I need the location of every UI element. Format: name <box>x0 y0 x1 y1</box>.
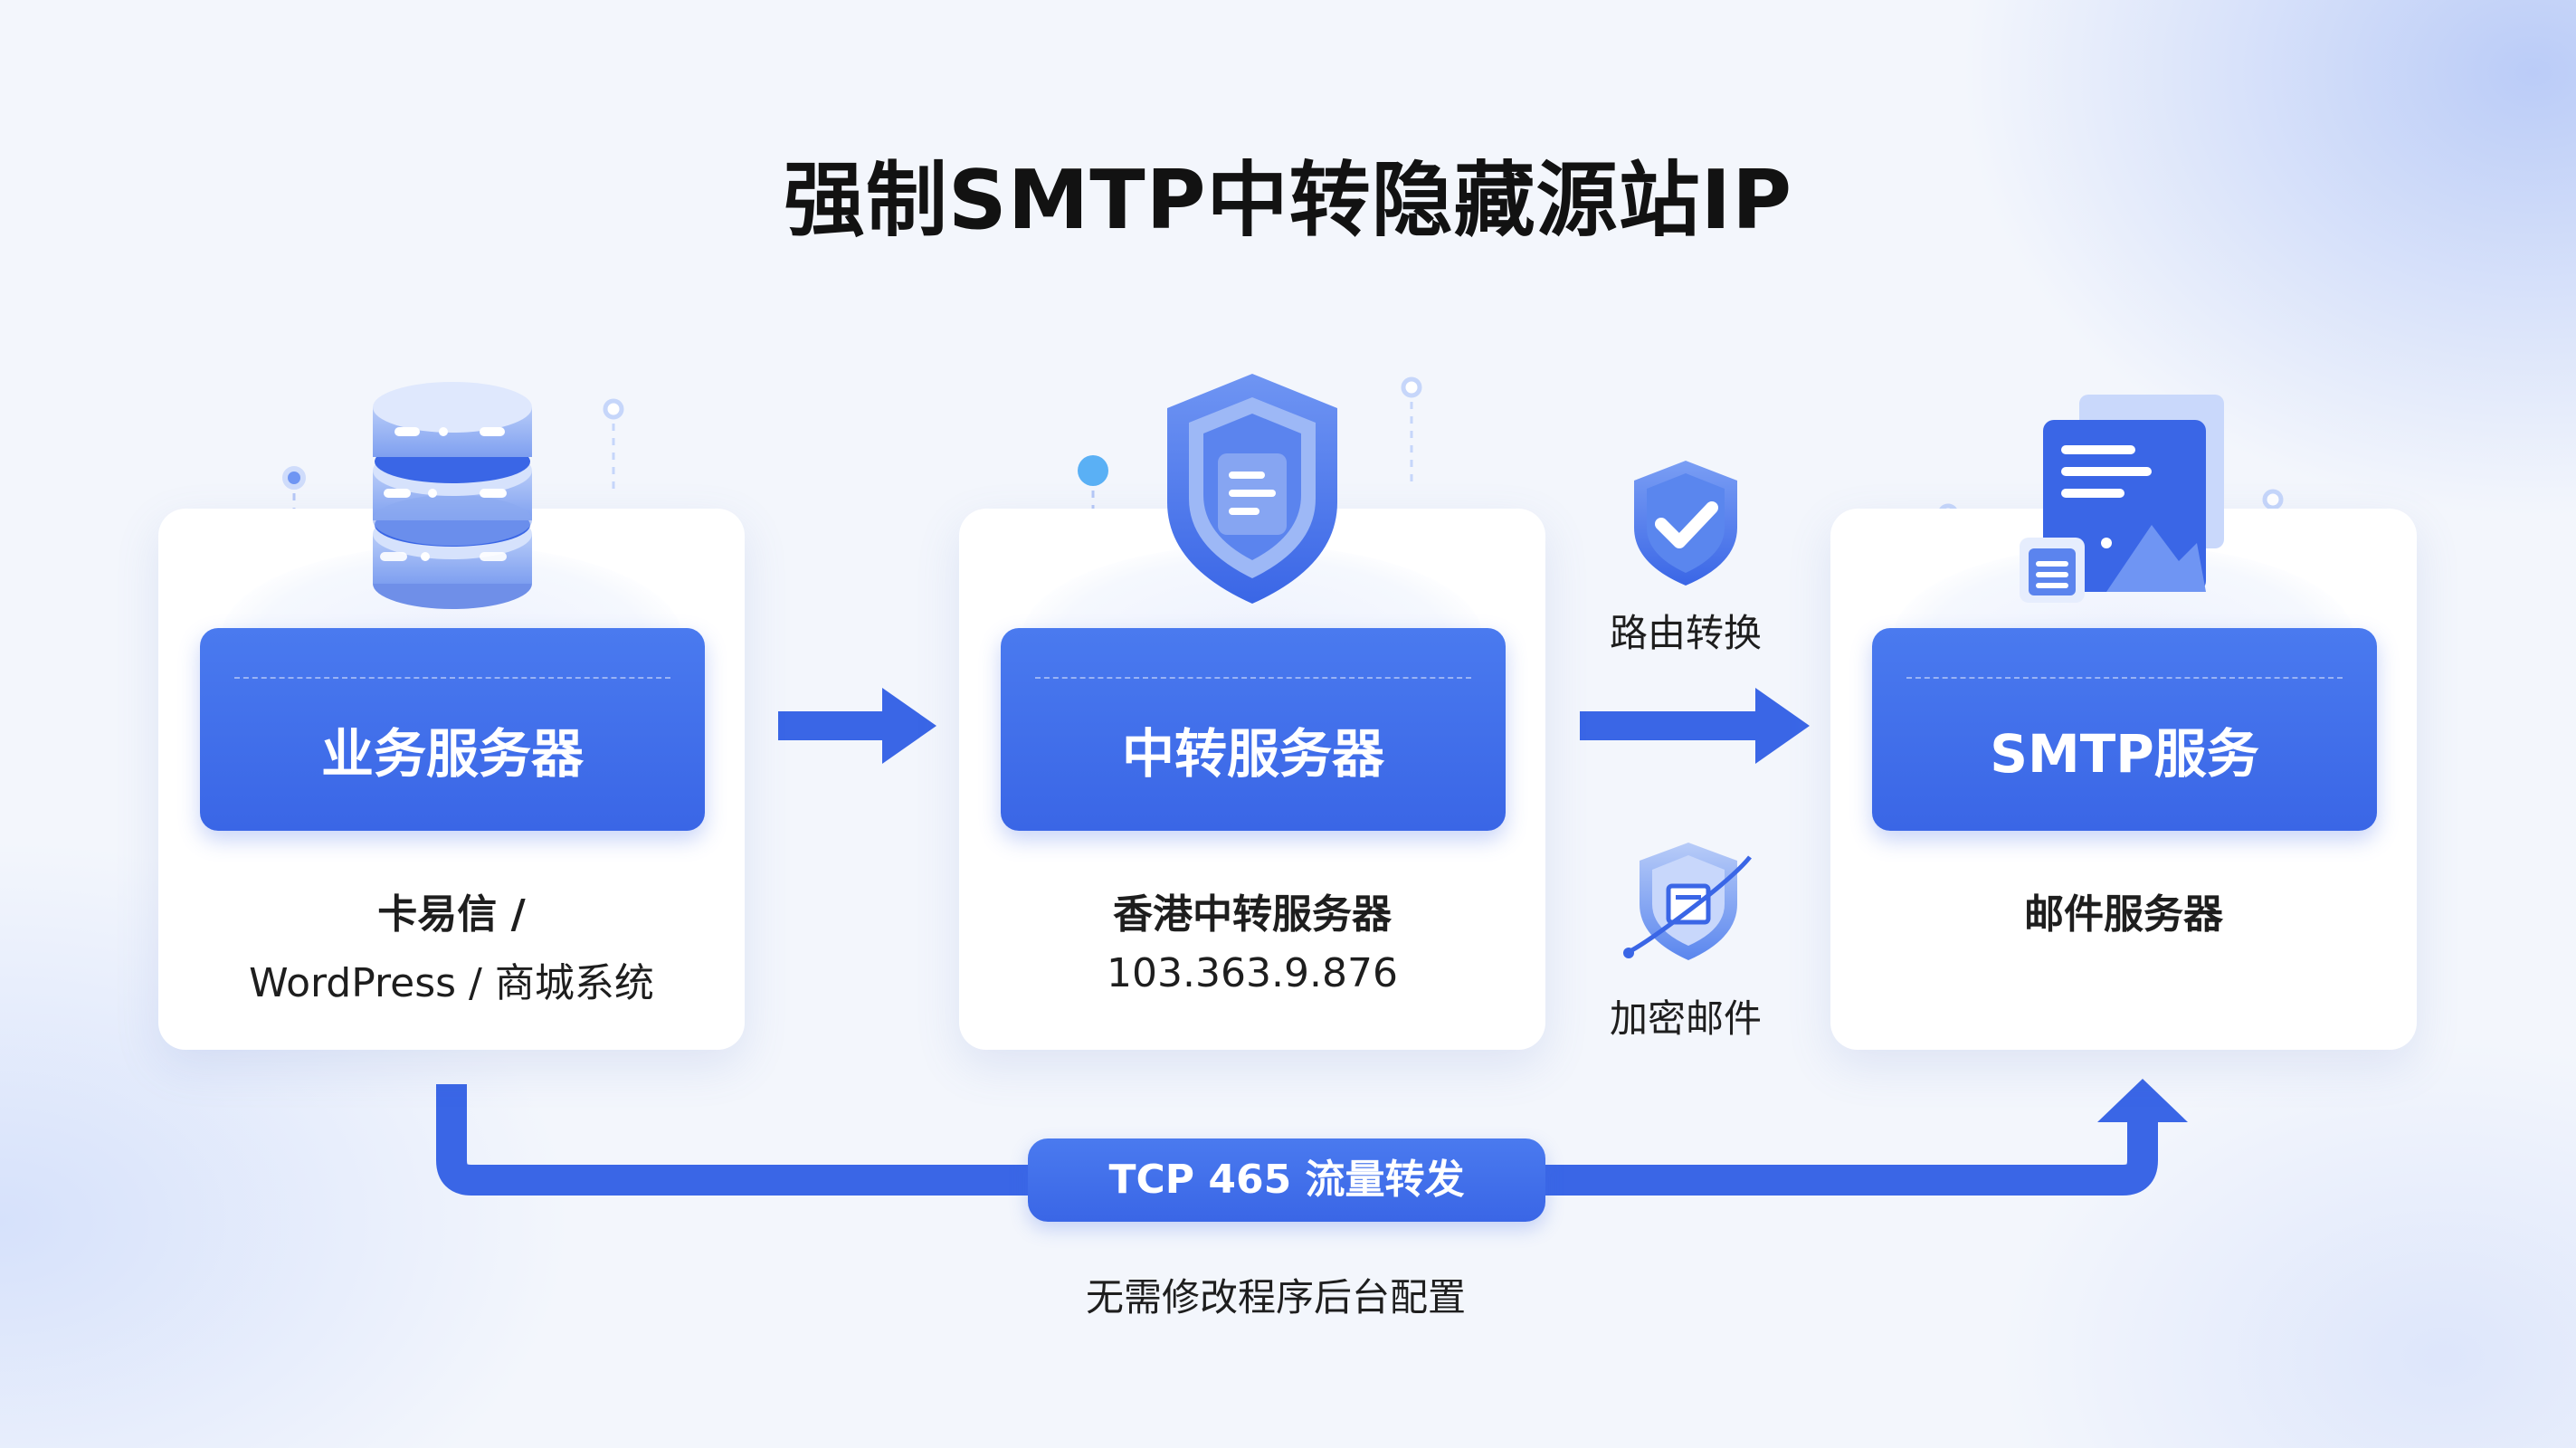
smtp-service-plate: SMTP服务 <box>1872 628 2377 831</box>
plate-dash <box>1906 677 2343 679</box>
encrypted-label: 加密邮件 <box>1609 996 1762 1041</box>
tcp-forward-pill: TCP 465 流量转发 <box>1028 1138 1545 1222</box>
plate-dash <box>1035 677 1471 679</box>
business-server-sub1: 卡易信 / <box>377 891 526 938</box>
check-shield-icon <box>1634 461 1737 586</box>
business-server-sub2: WordPress / 商城系统 <box>249 960 654 1006</box>
shield-document-icon <box>1167 374 1337 604</box>
business-server-label: 业务服务器 <box>320 723 584 785</box>
page-title: 强制SMTP中转隐藏源站IP <box>783 153 1793 248</box>
arrow-relay-to-smtp <box>1580 688 1810 764</box>
plate-dash <box>234 677 670 679</box>
encrypted-shield-icon <box>1623 843 1752 960</box>
relay-server-sub1: 香港中转服务器 <box>1113 891 1392 938</box>
smtp-service-sub1: 邮件服务器 <box>2024 891 2223 938</box>
smtp-service-card: SMTP服务 邮件服务器 <box>1830 509 2417 1050</box>
arrow-business-to-relay <box>778 688 936 764</box>
database-server-icon <box>373 382 532 609</box>
routing-label: 路由转换 <box>1609 611 1762 655</box>
relay-server-plate: 中转服务器 <box>1001 628 1506 831</box>
business-server-card: 业务服务器 卡易信 / WordPress / 商城系统 <box>158 509 745 1050</box>
smtp-service-label: SMTP服务 <box>1990 723 2259 785</box>
relay-server-sub2: 103.363.9.876 <box>1107 950 1398 996</box>
business-server-plate: 业务服务器 <box>200 628 705 831</box>
bottom-flow-path <box>436 1079 2188 1196</box>
mail-document-icon <box>2020 395 2224 603</box>
no-config-note: 无需修改程序后台配置 <box>1085 1275 1466 1319</box>
relay-server-label: 中转服务器 <box>1121 723 1384 785</box>
